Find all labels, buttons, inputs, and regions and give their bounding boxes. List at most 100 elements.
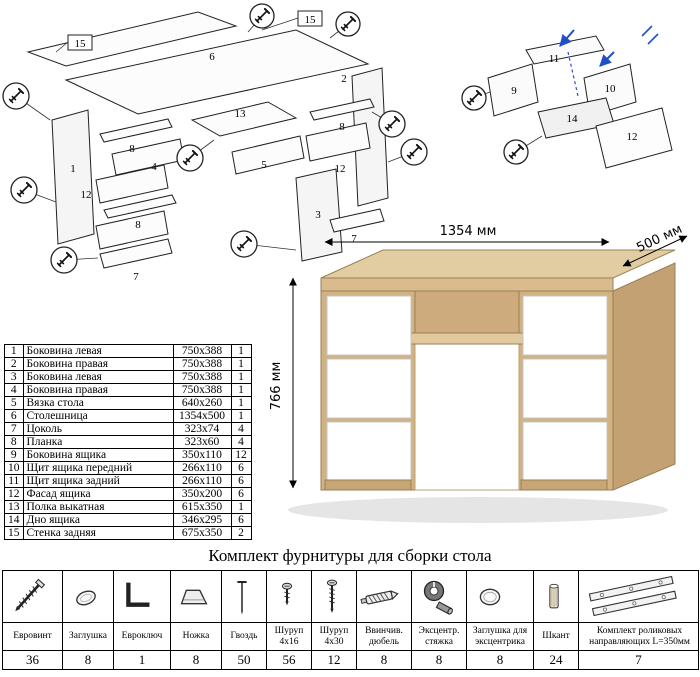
drawer-front-12-left-1 [95,164,169,204]
part-qty: 6 [230,474,252,488]
hardware-icon-cell [266,570,312,623]
cam-lock-icon [423,580,453,615]
part-name: Боковина ящика [22,448,174,462]
hardware-qty: 50 [221,650,267,670]
hardware-qty: 1 [113,650,171,670]
part-qty: 2 [230,526,252,540]
desk-right-side [612,262,676,491]
part-label: 10 [605,83,617,95]
drawer-back-panel-11 [525,35,605,65]
drawer-front [326,421,412,481]
part-name: Боковина левая [22,370,174,384]
drawer-front [522,358,608,419]
drawer-front-12-right [305,122,371,162]
part-label: 15 [75,38,87,50]
part-qty: 6 [230,461,252,475]
hardware-name: Заглушка для эксцентрика [466,622,534,651]
hardware-kit-title: Комплект фурнитуры для сборки стола [208,546,492,565]
plinth-7-left [99,238,173,269]
part-qty: 1 [230,383,252,397]
hardware-name: Ножка [170,622,222,651]
part-qty: 12 [230,448,252,462]
dowel-screw-icon [360,589,399,604]
part-name: Полка выкатная [22,500,174,514]
part-label: 8 [339,121,345,133]
hardware-icon-cell [578,570,699,623]
part-qty: 1 [230,409,252,423]
part-qty: 4 [230,422,252,436]
part-size: 750х388 [172,344,232,358]
part-label: 8 [129,143,135,155]
part-size: 266х110 [172,461,232,475]
part-size: 323х60 [172,435,232,449]
part-label: 5 [261,159,267,171]
drawer-side-panel-9 [487,63,539,117]
hardware-name: Шкант [533,622,579,651]
height-dimension-label: 766 мм [269,362,284,411]
part-number: 11 [4,474,24,488]
part-label: 2 [341,73,347,85]
hardware-qty: 56 [266,650,312,670]
dimension-lines [289,235,688,489]
desktop-panel-6 [64,29,370,115]
part-number: 3 [4,370,24,384]
part-number: 2 [4,357,24,371]
part-label: 7 [133,271,139,283]
hardware-name: Евроключ [113,622,171,651]
leg-icon [180,589,208,604]
hardware-qty: 8 [170,650,222,670]
keyboard-shelf [407,332,527,345]
part-name: Боковина левая [22,344,174,358]
plug-icon [76,589,96,605]
part-number: 10 [4,461,24,475]
part-name: Цоколь [22,422,174,436]
part-number: 4 [4,383,24,397]
hardware-icon-cell [356,570,412,623]
screw-long-icon [326,579,338,613]
hardware-name: Ввинчив. дюбель [356,622,412,651]
part-name: Вязка стола [22,396,174,410]
hardware-icon-cell [466,570,534,623]
exploded-view-main-diagram: 15 15 6 2 1 8 4 12 8 7 13 5 8 12 3 7 [2,3,428,283]
part-label: 6 [209,51,215,63]
desk-top-front-edge [320,277,614,292]
hardware-icon-cell [311,570,357,623]
part-size: 750х388 [172,357,232,371]
hardware-names-row: Евровинт Заглушка Евроключ Ножка Гвоздь … [2,622,699,651]
hardware-name: Заглушка [62,622,114,651]
exploded-view-drawer-diagram: 11 9 10 14 12 [461,25,673,169]
part-number: 14 [4,513,24,527]
part-label: 13 [235,108,247,120]
part-label: 1 [70,163,76,175]
rail-8-left-bottom [103,194,177,219]
drawer-front-12-left-2 [95,210,169,250]
drawer-front [326,295,412,356]
desk-dimension-figure: 1354 мм 500 мм 766 мм [269,222,688,523]
part-label: 8 [135,219,141,231]
part-size: 615х350 [172,500,232,514]
part-label: 12 [627,131,638,143]
drawer-front [522,295,608,356]
drawer-front [326,358,412,419]
drawer-fronts [326,295,608,481]
hexkey-icon [126,582,150,607]
part-qty: 1 [230,396,252,410]
part-name: Боковина правая [22,357,174,371]
part-number: 1 [4,344,24,358]
part-name: Планка [22,435,174,449]
hardware-qty: 7 [578,650,699,670]
hardware-kit-table: Евровинт Заглушка Евроключ Ножка Гвоздь … [2,570,699,670]
hardware-qty: 8 [356,650,412,670]
part-number: 12 [4,487,24,501]
wood-dowel-icon [549,583,559,608]
part-qty: 1 [230,357,252,371]
